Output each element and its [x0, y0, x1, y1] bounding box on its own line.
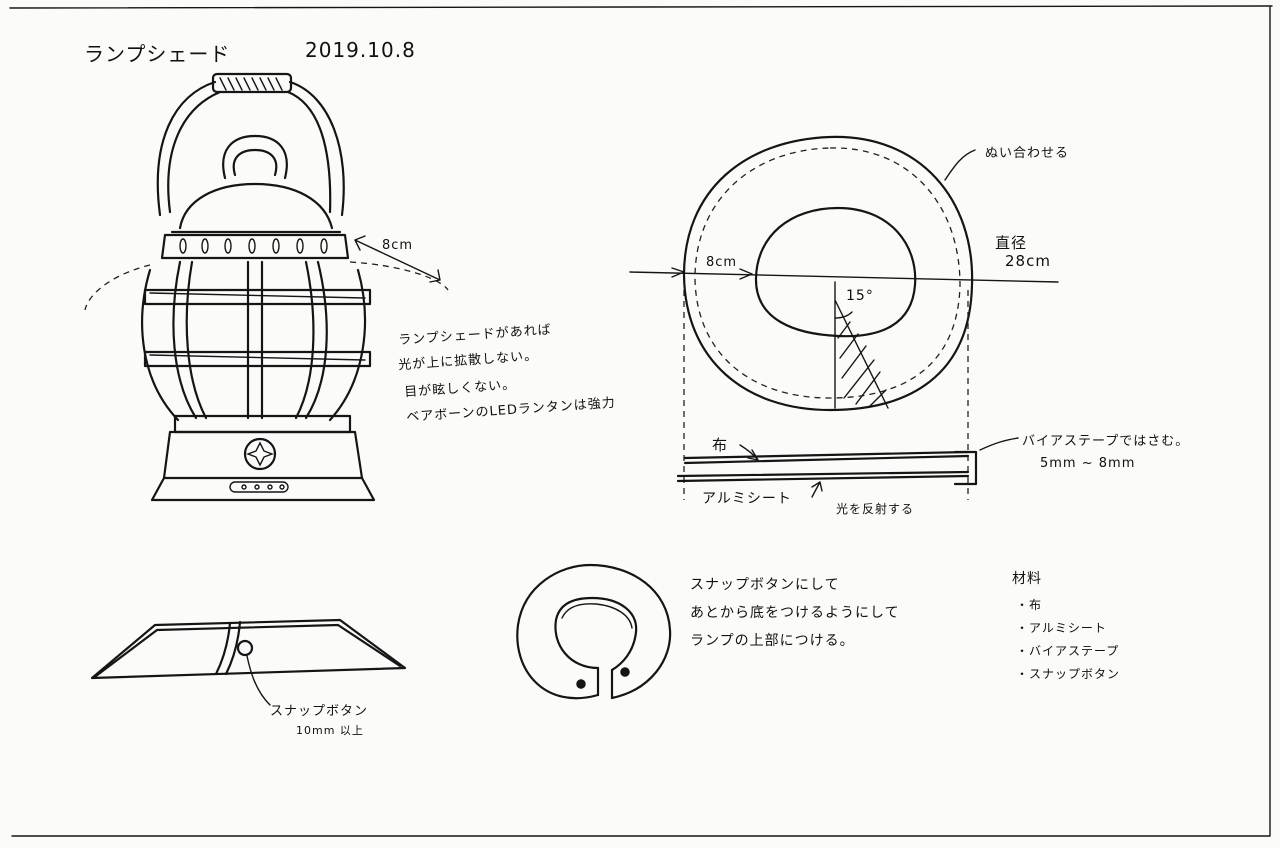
- bias-tape-size: 5mm ~ 8mm: [1040, 456, 1136, 471]
- reflect-label: 光を反射する: [836, 502, 915, 516]
- snap-button-ring-2: [620, 667, 630, 677]
- sketch-date: 2019.10.8: [305, 38, 416, 62]
- shade-side-view: [90, 618, 407, 706]
- shade-cross-section: [676, 437, 1019, 498]
- materials-heading: 材料: [1012, 571, 1042, 587]
- lantern-notes: ランプシェードがあれば 光が上に拡散しない。 目が眩しくない。 ベアボーンのLE…: [398, 322, 616, 426]
- ring-note-line: ランプの上部につける。: [690, 633, 855, 649]
- handle-grip: [211, 72, 293, 94]
- power-knob: [243, 437, 277, 471]
- guard-bar-lower: [143, 350, 372, 368]
- diameter-value: 28cm: [1005, 252, 1051, 270]
- materials-item: ・バイアステープ: [1016, 644, 1120, 658]
- snap-button-side: [236, 639, 254, 657]
- paper-border: [9, 5, 1273, 837]
- materials-item: ・アルミシート: [1016, 621, 1107, 635]
- materials-list: 材料 ・布 ・アルミシート ・バイアステープ ・スナップボタン: [1012, 568, 1119, 682]
- materials-item: ・布: [1016, 598, 1043, 612]
- cut-angle-label: 15°: [846, 288, 874, 304]
- ring-note-line: あとから底をつけるようにして: [690, 605, 900, 621]
- diameter-label: 直径: [995, 234, 1028, 252]
- foil-label: アルミシート: [702, 491, 792, 507]
- lantern-sketch: [84, 72, 449, 502]
- lantern-dimension-label: 8cm: [382, 238, 414, 253]
- ring-note-line: スナップボタンにして: [690, 577, 840, 593]
- snap-button-size: 10mm 以上: [296, 724, 364, 737]
- snap-button-ring-1: [576, 679, 586, 689]
- shade-top-view: [629, 135, 1059, 500]
- snap-button-label: スナップボタン: [270, 704, 369, 719]
- cloth-label: 布: [712, 436, 729, 454]
- ring-width-label: 8cm: [706, 255, 738, 270]
- seam-note: ぬい合わせる: [985, 146, 1070, 161]
- ring-notes: スナップボタンにして あとから底をつけるようにして ランプの上部につける。: [690, 574, 900, 650]
- materials-item: ・スナップボタン: [1016, 667, 1121, 681]
- bias-tape-note: バイアステープではさむ。: [1022, 434, 1190, 449]
- shade-ring-view: [516, 563, 672, 700]
- guard-bar-upper: [143, 288, 372, 306]
- sketch-title: ランプシェード: [84, 42, 231, 66]
